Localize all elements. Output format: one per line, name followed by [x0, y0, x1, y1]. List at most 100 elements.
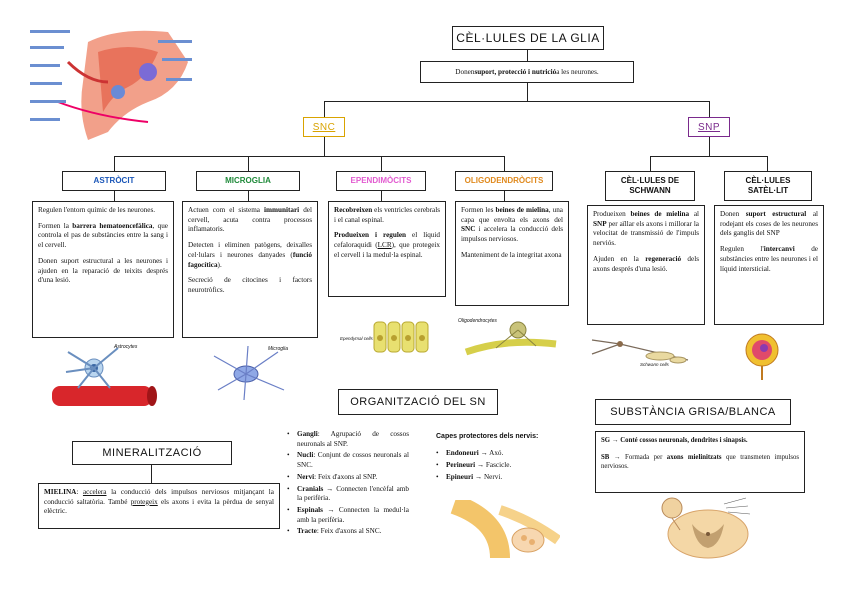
organitzacio-item-text: : Feix d'axons al SNP. [314, 472, 378, 481]
oligodendrocytes-caption: Oligodendrocytes [458, 318, 497, 324]
astrocyte-illustration: Astrocytes [48, 342, 158, 414]
oligodendrocits-description: Formen les beines de mielina, una capa q… [455, 201, 569, 306]
schwann-description: Produeixen beines de mielina al SNP per … [587, 205, 705, 325]
organitzacio-item-term: Nervi [297, 472, 315, 481]
organitzacio-item-text: → Connecten l'encèfal amb la perifèria. [297, 484, 409, 503]
astrocytes-caption: Astrocytes [114, 344, 138, 350]
organitzacio-item-text: → Connecten la medul·la amb la perifèria… [297, 506, 409, 524]
organitzacio-title: ORGANITZACIÓ DEL SN [338, 389, 498, 415]
schwann-illustration: Schwann cells [590, 330, 690, 374]
glia-overview-illustration [28, 22, 196, 146]
organitzacio-item-text: : Agrupació de cossos neuronals al SNP. [297, 430, 409, 448]
capes-title: Capes protectores dels nervis: [436, 433, 539, 440]
organitzacio-item-term: Gangli [297, 430, 318, 438]
header-schwann: CÈL·LULES DE SCHWANN [605, 171, 695, 201]
header-astrocit: ASTRÒCIT [62, 171, 166, 191]
connector [527, 50, 528, 61]
organitzacio-item-term: Nucli [297, 451, 314, 460]
capes-item-text: → Nervi. [473, 472, 503, 481]
subtitle-bold: suport, protecció i nutrició [474, 68, 557, 76]
astrocit-p1: Regulen l'entorn químic de les neurones. [38, 206, 156, 214]
substancia-title: SUBSTÀNCIA GRISA/BLANCA [595, 399, 791, 425]
oligodendrocyte-illustration: Oligodendrocytes [456, 318, 562, 364]
connector [114, 156, 504, 157]
microglia-p2: Detecten i eliminen patògens, deixalles … [188, 241, 312, 269]
capes-item: Perineuri → Fascicle. [436, 460, 566, 470]
connector [248, 156, 249, 171]
capes-item-text: → Fascicle. [475, 460, 512, 469]
subtitle-box: Donen suport, protecció i nutrició a les… [420, 61, 634, 83]
header-satel: CÈL·LULES SATÈL·LIT [724, 171, 812, 201]
subtitle-pre: Donen [455, 68, 475, 76]
substancia-description: SG → Conté cossos neuronals, dendrites i… [595, 431, 805, 493]
connector [504, 156, 505, 171]
microglia-p3: Secreció de citocines i factors neurotrò… [188, 276, 312, 295]
astrocit-description: Regulen l'entorn químic de les neurones.… [32, 201, 174, 338]
ependimocits-description: Recobreixen els ventricles cerebrals i e… [328, 201, 446, 297]
oligodendrocits-p2: Manteniment de la integritat axona [461, 250, 562, 259]
satellite-cell-illustration [742, 330, 782, 382]
organitzacio-item-text: : Conjunt de cossos neuronals al SNC. [297, 451, 409, 470]
capes-item-term: Endoneuri [446, 448, 479, 457]
satel-description: Donen suport estructural al rodejant els… [714, 205, 824, 325]
mineralitzacio-title: MINERALITZACIÓ [72, 441, 232, 465]
connector [114, 191, 115, 201]
header-microglia: MICROGLIA [196, 171, 300, 191]
connector [527, 83, 528, 101]
satel-p2: Regulen l'intercanvi de substàncies entr… [720, 245, 818, 273]
connector [114, 156, 115, 171]
organitzacio-item: Nervi: Feix d'axons al SNP. [287, 472, 409, 483]
ependimocits-p2: Produeixen i regulen el líquid cefaloraq… [334, 231, 440, 259]
connector [504, 191, 505, 201]
sg-line: SG → Conté cossos neuronals, dendrites i… [601, 437, 748, 444]
organitzacio-item: Nucli: Conjunt de cossos neuronals al SN… [287, 451, 409, 470]
organitzacio-item: Espinals → Connecten la medul·la amb la … [287, 506, 409, 525]
microglia-caption: Microglia [268, 346, 289, 352]
oligodendrocits-p1: Formen les beines de mielina, una capa q… [461, 206, 563, 244]
capes-item: Endoneuri → Axó. [436, 448, 566, 458]
organitzacio-item: Cranials → Connecten l'encèfal amb la pe… [287, 484, 409, 504]
connector [151, 465, 152, 483]
ependymal-illustration: Ependymal cells [338, 316, 430, 360]
organitzacio-item-term: Cranials [297, 484, 324, 493]
schwann-caption: Schwann cells [640, 362, 669, 367]
snp-label: SNP [688, 117, 730, 137]
connector [381, 191, 382, 201]
organitzacio-item-term: Tracte [297, 527, 317, 536]
astrocit-p3: Donen suport estructural a les neurones … [38, 256, 168, 285]
header-oligodendrocits: OLIGODENDRÒCITS [455, 171, 553, 191]
spinal-cord-illustration [650, 494, 760, 562]
schwann-p1: Produeixen beines de mielina al SNP per … [593, 210, 699, 248]
main-title: CÈL·LULES DE LA GLIA [452, 26, 604, 50]
connector [650, 156, 651, 171]
capes-item-term: Perineuri [446, 460, 476, 469]
organitzacio-item-text: : Feix d'axons al SNC. [316, 527, 382, 536]
organitzacio-item-term: Espinals [297, 506, 323, 515]
organitzacio-item: Gangli: Agrupació de cossos neuronals al… [287, 430, 409, 449]
capes-item: Epineuri → Nervi. [436, 472, 566, 482]
microglia-description: Actuen com el sistema immunitari del cer… [182, 201, 318, 338]
organitzacio-item: Tracte: Feix d'axons al SNC. [287, 527, 409, 537]
satel-p1: Donen suport estructural al rodejant els… [720, 210, 818, 238]
capes-protectores: Capes protectores dels nervis: Endoneuri… [436, 432, 566, 502]
astrocit-p2: Formen la barrera hematoencefàlica, que … [38, 221, 168, 250]
connector [324, 101, 710, 102]
snc-label: SNC [303, 117, 345, 137]
mineralitzacio-description: MIELINA: accelera la conducció dels impu… [38, 483, 280, 529]
ependimocits-p1: Recobreixen els ventricles cerebrals i e… [334, 206, 440, 224]
subtitle-post: a les neurones. [556, 68, 599, 76]
microglia-p1: Actuen com el sistema immunitari del cer… [188, 206, 312, 234]
connector [324, 137, 325, 156]
capes-item-text: → Axó. [478, 448, 504, 457]
microglia-illustration: Microglia [208, 342, 298, 402]
connector [767, 156, 768, 171]
organitzacio-list: Gangli: Agrupació de cossos neuronals al… [287, 430, 409, 560]
header-ependimocits: EPENDIMÒCITS [336, 171, 426, 191]
ependymal-caption: Ependymal cells [340, 336, 373, 341]
nerve-layers-illustration [440, 494, 561, 560]
connector [650, 156, 768, 157]
capes-item-term: Epineuri [446, 472, 474, 481]
connector [709, 101, 710, 117]
sb-line: SB → Formada per axons mielinitzats que … [601, 454, 800, 471]
connector [248, 191, 249, 201]
